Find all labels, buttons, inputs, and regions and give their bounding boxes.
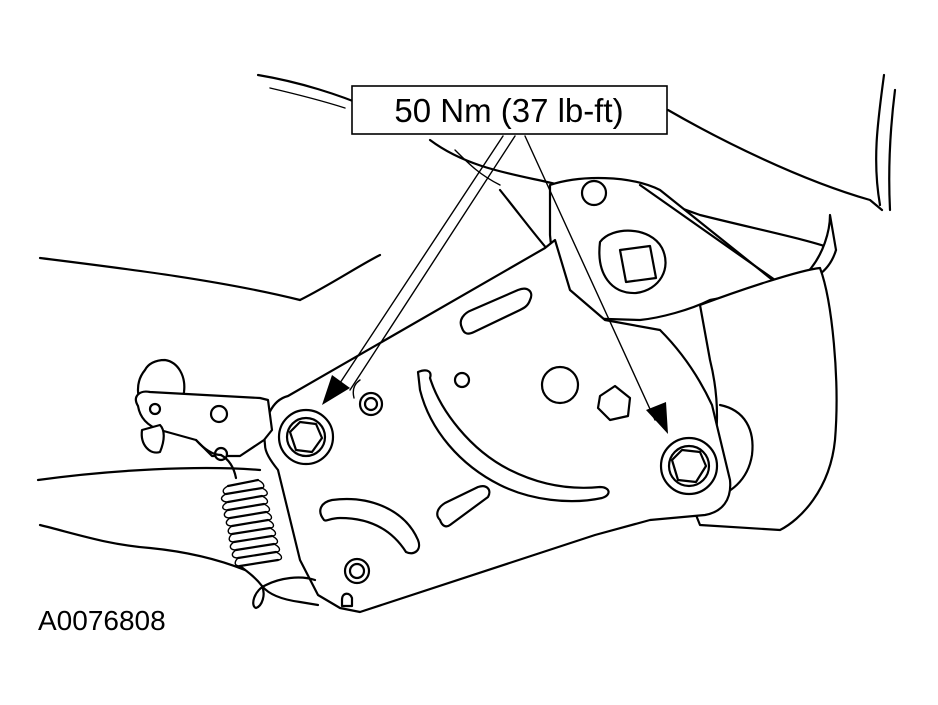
leader-arrows [322, 135, 668, 434]
right-bolt [659, 436, 719, 496]
recliner-plate [263, 238, 732, 614]
lever-linkage [134, 358, 274, 462]
torque-callout: 50 Nm (37 lb-ft) [351, 85, 668, 135]
right-arrowhead [646, 402, 668, 434]
torque-label: 50 Nm (37 lb-ft) [394, 92, 623, 129]
left-bolt [277, 408, 335, 466]
left-arrowhead [322, 375, 350, 405]
figure-id: A0076808 [38, 605, 166, 636]
coil-spring [219, 453, 320, 610]
